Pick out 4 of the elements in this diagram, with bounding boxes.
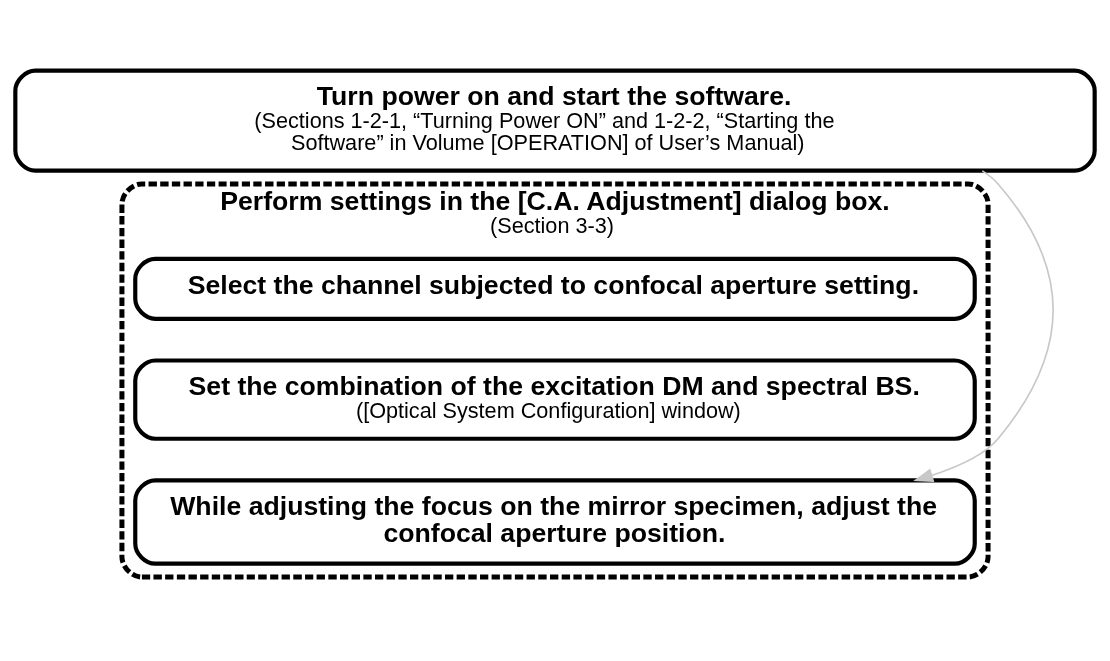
node-box: Select the channel subjected to confocal aperture setting. bbox=[133, 256, 977, 321]
node-box: Turn power on and start the software. (Sections 1-2-1, “Turning Power ON” and 1-2-2, “Starting the Software” in Volume [OPERATION] of User’s Manual) bbox=[13, 68, 1097, 173]
node-box: Set the combination of the excitation DM and spectral BS. ([Optical System Configuration] window) bbox=[133, 358, 977, 441]
node-box: While adjusting the focus on the mirror specimen, adjust the confocal aperture position. bbox=[133, 478, 977, 566]
